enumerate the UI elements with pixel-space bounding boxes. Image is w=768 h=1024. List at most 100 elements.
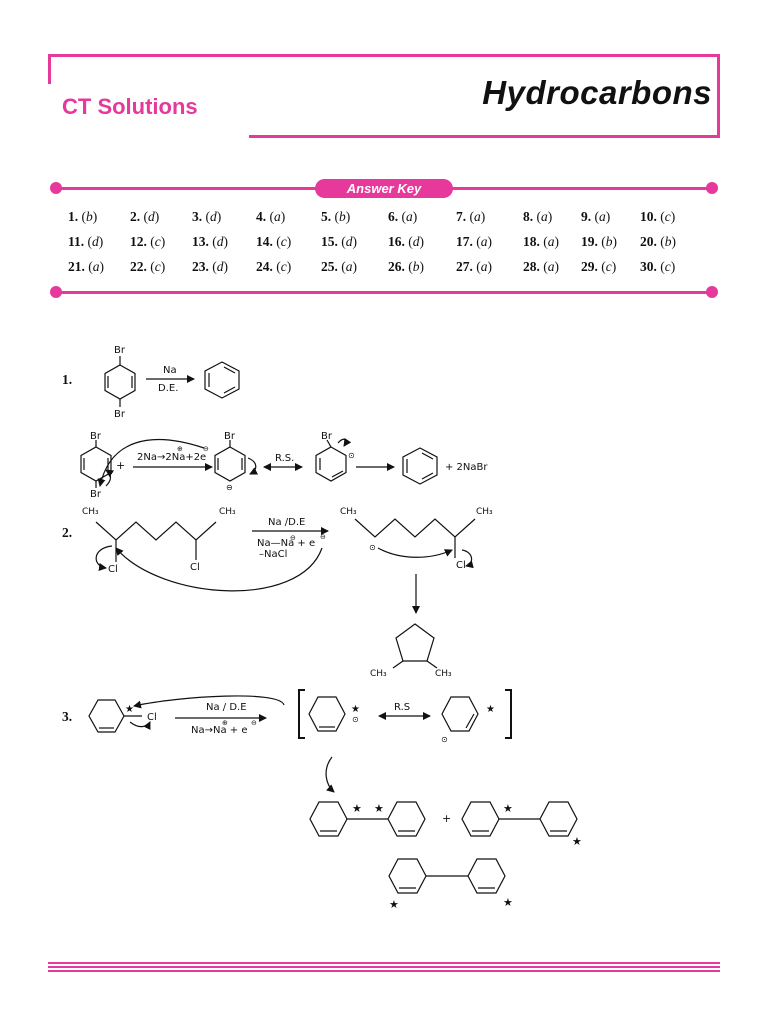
answer-question-number: 5. — [321, 209, 332, 224]
footer-rule-1 — [48, 962, 720, 964]
q2-electron-arrow — [115, 547, 323, 592]
answer-key-item: 15. (d) — [321, 234, 357, 249]
q2-dimethylcyclopentane — [392, 623, 438, 669]
q1-byproduct: + 2NaBr — [445, 462, 488, 473]
q2-ch3-left: CH₃ — [82, 507, 99, 517]
answer-key-item: 24. (c) — [256, 259, 292, 274]
footer-rule-3 — [48, 970, 720, 972]
answer-key-item: 8. (a) — [523, 209, 553, 224]
answer-question-number: 16. — [388, 234, 405, 249]
answer-key-title: Answer Key — [315, 179, 453, 198]
q3-reagent-bottom: Na→Na + e — [191, 725, 247, 736]
q2-cl-right-2: Cl — [456, 560, 466, 571]
q3-plus: + — [442, 812, 451, 825]
answer-key-item: 2. (d) — [130, 209, 160, 224]
header-top-rule — [48, 54, 720, 57]
answer-question-number: 24. — [256, 259, 273, 274]
answer-question-number: 3. — [192, 209, 203, 224]
answer-option: a — [406, 209, 413, 224]
answer-option: a — [541, 209, 548, 224]
q3-chlorocyclohexene — [88, 699, 151, 733]
answer-question-number: 26. — [388, 259, 405, 274]
q1-reagent-top: Na — [163, 365, 177, 376]
answer-question-number: 27. — [456, 259, 473, 274]
answer-option: b — [86, 209, 93, 224]
q2-ch3-right: CH₃ — [219, 507, 236, 517]
q1-radical-br: Br — [321, 431, 333, 442]
answer-option: d — [92, 234, 99, 249]
answer-option: c — [664, 259, 671, 274]
answer-question-number: 12. — [130, 234, 147, 249]
answer-key-item: 22. (c) — [130, 259, 166, 274]
answer-key-dot-right — [706, 182, 718, 194]
answer-key-item: 26. (b) — [388, 259, 424, 274]
q1-step-charge-minus: ⊖ — [203, 445, 209, 453]
answer-question-number: 18. — [523, 234, 540, 249]
answer-key-item: 16. (d) — [388, 234, 424, 249]
answer-question-number: 19. — [581, 234, 598, 249]
answer-question-number: 21. — [68, 259, 85, 274]
answer-key-item: 1. (b) — [68, 209, 98, 224]
answer-key-item: 21. (a) — [68, 259, 104, 274]
answer-key-item: 29. (c) — [581, 259, 617, 274]
q1-electron-arrow — [97, 438, 205, 487]
q3-star-radical-b: ★ — [486, 704, 495, 715]
answer-question-number: 1. — [68, 209, 79, 224]
q1-step-charge-plus: ⊕ — [177, 445, 183, 453]
answer-question-number: 22. — [130, 259, 147, 274]
answer-key-item: 30. (c) — [640, 259, 676, 274]
q3-star-dimer-c-2: ★ — [503, 896, 513, 909]
q3-radical-b-dot: ⊙ — [441, 735, 448, 744]
answer-option: b — [664, 234, 672, 249]
q3-down-arrow — [325, 756, 335, 793]
answer-option: d — [148, 209, 155, 224]
q3-radical-a — [308, 696, 346, 732]
answer-key-item: 4. (a) — [256, 209, 286, 224]
answer-option: b — [605, 234, 613, 249]
answer-option: a — [480, 259, 488, 274]
answer-key-item: 7. (a) — [456, 209, 486, 224]
answer-key-item: 28. (a) — [523, 259, 559, 274]
answer-key-item: 11. (d) — [68, 234, 104, 249]
answer-question-number: 17. — [456, 234, 473, 249]
answer-question-number: 29. — [581, 259, 598, 274]
q2-reagent-charge-minus-a: ⊖ — [290, 534, 296, 542]
solution-2-number: 2. — [62, 525, 73, 540]
answer-question-number: 28. — [523, 259, 540, 274]
answer-key-item: 12. (c) — [130, 234, 166, 249]
answer-option: c — [664, 209, 671, 224]
solution-1-number: 1. — [62, 372, 73, 387]
q2-reagent-line3: –NaCl — [259, 549, 287, 560]
q1-dibromobenzene — [104, 356, 136, 407]
q3-radical-b — [441, 696, 479, 732]
answer-option: d — [412, 234, 420, 249]
header-bottom-rule — [249, 135, 720, 138]
q3-reagent-charge-plus: ⊕ — [222, 719, 228, 727]
answer-option: d — [216, 259, 224, 274]
q1-carbanion-br: Br — [224, 431, 236, 442]
answer-key-item: 3. (d) — [192, 209, 222, 224]
answer-key-item: 6. (a) — [388, 209, 418, 224]
answer-key-item: 27. (a) — [456, 259, 492, 274]
q1-carbanion — [214, 440, 259, 482]
q1-br-top: Br — [114, 345, 126, 356]
q3-star-reactant: ★ — [125, 704, 134, 715]
answer-option: a — [274, 209, 281, 224]
answer-key-item: 20. (b) — [640, 234, 676, 249]
answer-question-number: 15. — [321, 234, 338, 249]
q1-step-reactant — [80, 440, 115, 488]
q1-reagent-bottom: D.E. — [158, 383, 178, 394]
q1-benzene-final — [402, 447, 438, 485]
answer-question-number: 20. — [640, 234, 657, 249]
q2-reagent-charge-minus-b: ⊖ — [320, 533, 326, 541]
q2-cl-left: Cl — [108, 564, 118, 575]
q1-step-reagent: 2Na→2Na+2e — [137, 452, 206, 463]
q2-reagent-top: Na /D.E — [268, 517, 305, 528]
q1-resonance-label: R.S. — [275, 453, 294, 464]
answer-key-item: 25. (a) — [321, 259, 357, 274]
q3-radical-a-dot: ⊙ — [352, 715, 359, 724]
answer-key-item: 9. (a) — [581, 209, 611, 224]
q2-cl-right: Cl — [190, 562, 200, 573]
answer-option: c — [154, 259, 161, 274]
